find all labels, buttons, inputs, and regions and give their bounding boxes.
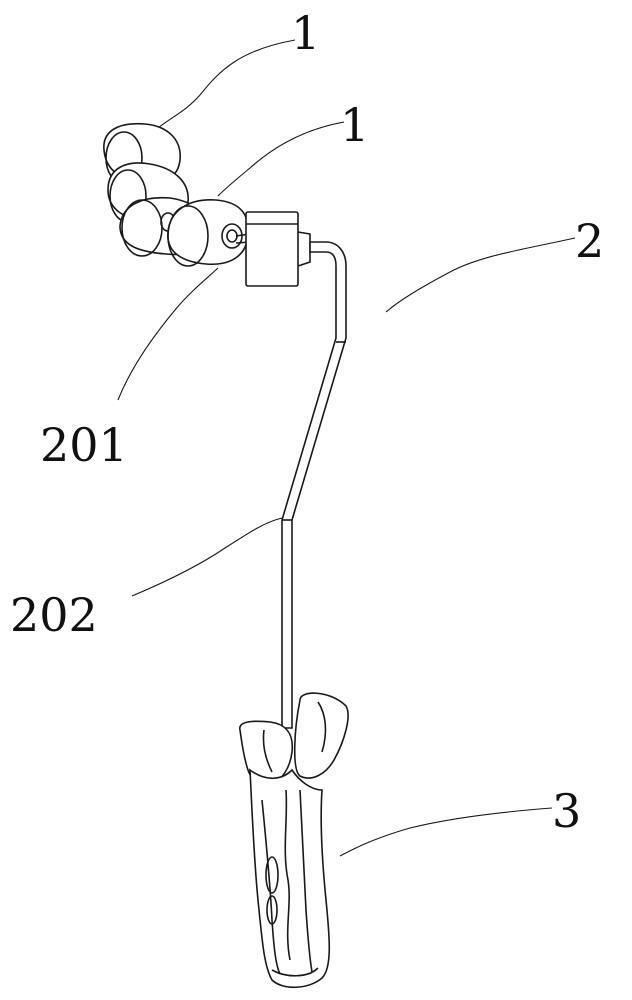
label-shaft-end: 201 [40,422,128,468]
handle [240,693,348,987]
label-roller-mid: 1 [340,102,369,148]
leader-line-roller-mid [218,122,344,196]
shaft-end [236,212,310,286]
leader-line-rod-bend [132,518,282,596]
label-rod-bend: 202 [10,592,98,638]
leader-line-rod [386,238,575,312]
roller-mid [168,200,248,266]
leader-line-handle [340,808,552,856]
rod [282,242,346,728]
label-handle: 3 [552,788,581,834]
label-roller-top: 1 [291,10,320,56]
label-rod: 2 [575,218,604,264]
leader-line-shaft-end [118,268,218,400]
leader-line-roller-top [158,40,295,128]
